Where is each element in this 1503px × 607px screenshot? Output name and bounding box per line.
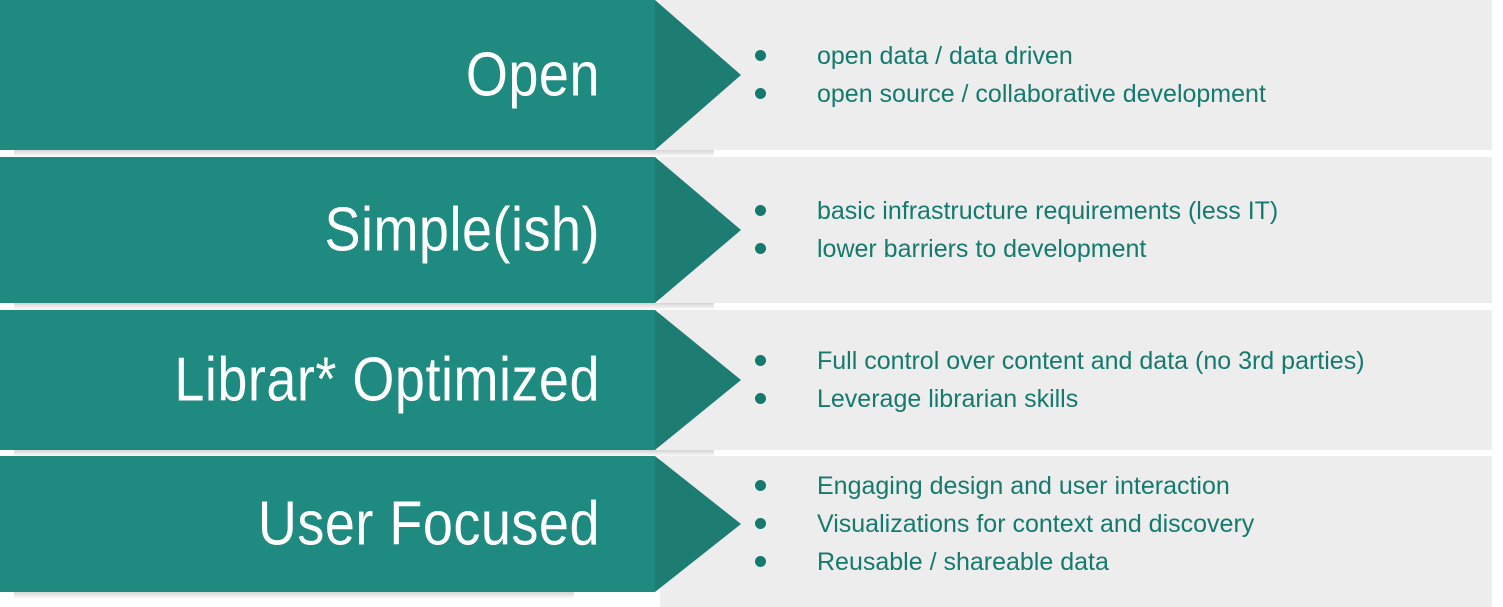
- list-item: Visualizations for context and discovery: [755, 505, 1485, 543]
- principle-row: Open open data / data driven open source…: [0, 0, 1503, 157]
- list-item: basic infrastructure requirements (less …: [755, 192, 1485, 230]
- arrow-head-icon: [655, 456, 741, 592]
- list-item-label: basic infrastructure requirements (less …: [817, 197, 1279, 225]
- bullets-panel: [660, 0, 1492, 150]
- bullet-list: basic infrastructure requirements (less …: [755, 157, 1485, 303]
- list-item-label: lower barriers to development: [817, 235, 1147, 263]
- principle-label-text: Open: [465, 40, 600, 110]
- list-item: Engaging design and user interaction: [755, 467, 1485, 505]
- bullet-dot-icon: [755, 205, 766, 216]
- arrow-drop-shadow: [14, 150, 714, 157]
- list-item: open source / collaborative development: [755, 75, 1485, 113]
- arrow-body: [0, 0, 655, 150]
- list-item-label: Reusable / shareable data: [817, 548, 1109, 576]
- bullet-list: Full control over content and data (no 3…: [755, 310, 1485, 450]
- bullet-dot-icon: [755, 480, 766, 491]
- arrow-head-icon: [655, 310, 741, 450]
- bullet-dot-icon: [755, 243, 766, 254]
- list-item-label: Full control over content and data (no 3…: [817, 347, 1365, 375]
- list-item: Leverage librarian skills: [755, 380, 1485, 418]
- principle-row: User Focused Engaging design and user in…: [0, 456, 1503, 607]
- list-item-label: Visualizations for context and discovery: [817, 510, 1255, 538]
- list-item-label: Leverage librarian skills: [817, 385, 1079, 413]
- arrow-banner: [0, 0, 741, 157]
- principle-label: Simple(ish): [0, 157, 600, 303]
- arrow-body: [0, 310, 655, 450]
- arrow-drop-shadow: [14, 592, 574, 599]
- arrow-body: [0, 456, 655, 592]
- bullet-dot-icon: [755, 556, 766, 567]
- arrow-banner: [0, 310, 741, 457]
- bullet-dot-icon: [755, 518, 766, 529]
- list-item: lower barriers to development: [755, 230, 1485, 268]
- principle-label: Librar* Optimized: [0, 310, 600, 450]
- bullet-dot-icon: [755, 393, 766, 404]
- bullets-panel: [660, 456, 1492, 607]
- principle-label: User Focused: [0, 456, 600, 592]
- arrow-head-icon: [655, 0, 741, 150]
- principle-row: Simple(ish) basic infrastructure require…: [0, 157, 1503, 310]
- principle-label-text: User Focused: [257, 489, 600, 559]
- arrow-head-icon: [655, 157, 741, 303]
- list-item: Reusable / shareable data: [755, 543, 1485, 581]
- bullet-list: open data / data driven open source / co…: [755, 0, 1485, 150]
- bullets-panel: [660, 310, 1492, 450]
- bullet-dot-icon: [755, 355, 766, 366]
- principle-label-text: Simple(ish): [324, 195, 600, 265]
- arrow-body: [0, 157, 655, 303]
- list-item: Full control over content and data (no 3…: [755, 342, 1485, 380]
- principle-label-text: Librar* Optimized: [174, 345, 600, 415]
- list-item-label: open source / collaborative development: [817, 80, 1266, 108]
- bullet-dot-icon: [755, 88, 766, 99]
- arrow-banner: [0, 157, 741, 310]
- bullet-dot-icon: [755, 50, 766, 61]
- arrow-drop-shadow: [14, 303, 714, 310]
- list-item: open data / data driven: [755, 37, 1485, 75]
- list-item-label: open data / data driven: [817, 42, 1073, 70]
- bullets-panel: [660, 157, 1492, 303]
- principle-label: Open: [0, 0, 600, 150]
- bullet-list: Engaging design and user interaction Vis…: [755, 456, 1485, 592]
- list-item-label: Engaging design and user interaction: [817, 472, 1230, 500]
- principle-row: Librar* Optimized Full control over cont…: [0, 310, 1503, 457]
